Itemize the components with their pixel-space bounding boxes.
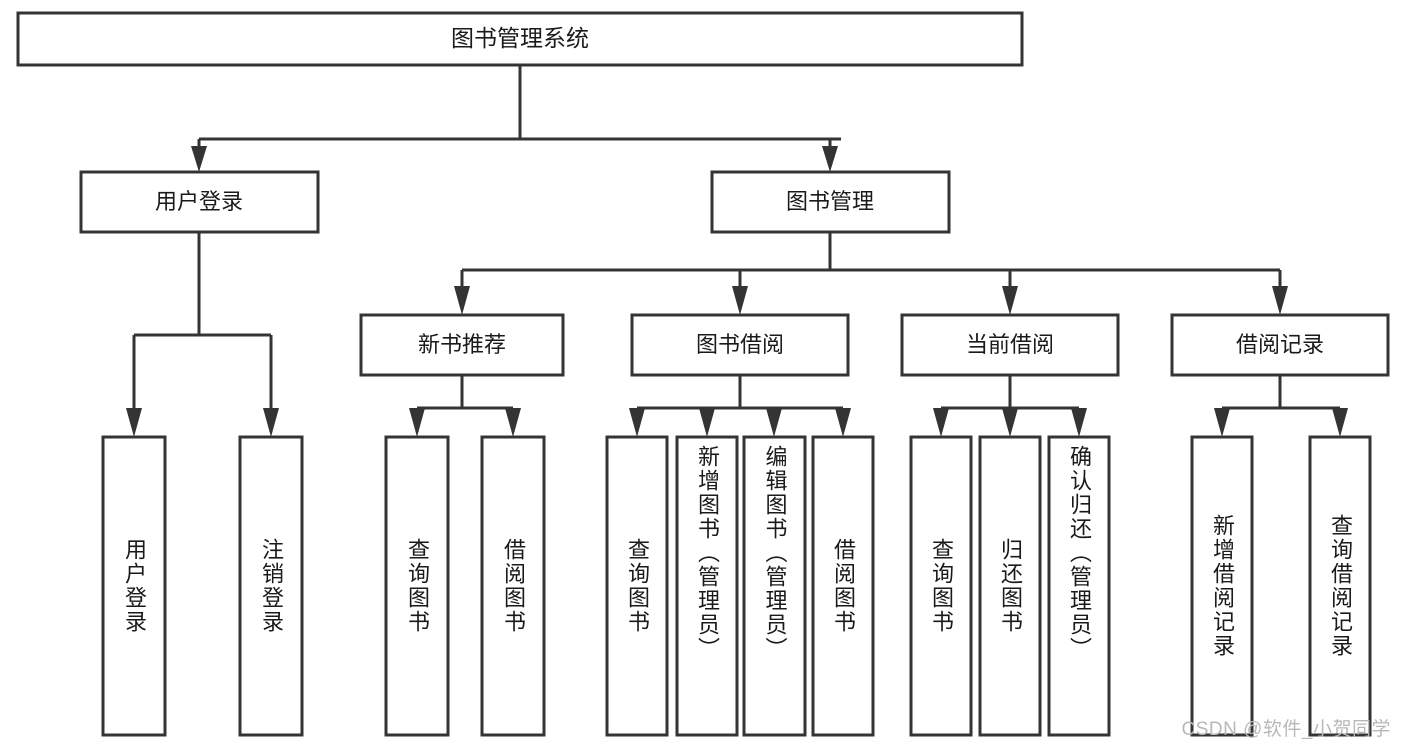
arrow-leaf-query-book-2 (629, 408, 645, 437)
arrow-leaf-add-book (699, 408, 715, 437)
leaf-box-user-login[interactable] (101, 435, 167, 737)
arrow-book-borrow (732, 286, 748, 315)
arrow-leaf-confirm-return (1071, 408, 1087, 437)
current-borrow-label: 当前借阅 (966, 332, 1054, 357)
leaf-box-add-book[interactable] (675, 435, 739, 737)
book-management-box[interactable] (710, 170, 951, 234)
leaf-box-query-book-2[interactable] (605, 435, 669, 737)
book-borrow-label: 图书借阅 (696, 332, 784, 357)
arrow-current-borrow (1002, 286, 1018, 315)
arrow-leaf-query-book-1 (409, 408, 425, 437)
user-login-label: 用户登录 (155, 189, 243, 214)
connector-user-login-to-leaves (126, 232, 279, 437)
leaf-box-borrow-book-1[interactable] (480, 435, 546, 737)
new-book-recommend-label: 新书推荐 (418, 332, 506, 357)
arrow-leaf-query-record (1332, 408, 1348, 437)
node-root[interactable]: 图书管理系统 (16, 11, 1024, 67)
arrow-leaf-return-book (1002, 408, 1018, 437)
leaf-box-edit-book[interactable] (742, 435, 807, 737)
node-current-borrow[interactable]: 当前借阅 (900, 313, 1120, 377)
borrow-record-label: 借阅记录 (1236, 332, 1324, 357)
connector-root-to-level2 (191, 65, 841, 172)
leaf-box-return-book[interactable] (978, 435, 1042, 737)
arrow-leaf-edit-book (766, 408, 782, 437)
connector-borrow-record-to-leaves (1214, 375, 1348, 437)
arrow-leaf-add-record (1214, 408, 1230, 437)
arrow-leaf-logout (263, 408, 279, 437)
arrow-borrow-record (1272, 286, 1288, 315)
node-new-book-recommend[interactable]: 新书推荐 (359, 313, 565, 377)
arrow-new-book-recommend (454, 286, 470, 315)
root-label: 图书管理系统 (451, 25, 589, 51)
new-book-recommend-box[interactable] (359, 313, 565, 377)
arrow-leaf-borrow-book-2 (835, 408, 851, 437)
arrow-leaf-query-book-3 (933, 408, 949, 437)
arrow-user-login (191, 146, 207, 172)
leaf-box-query-book-3[interactable] (909, 435, 973, 737)
node-user-login[interactable]: 用户登录 (79, 170, 320, 234)
leaf-box-confirm-return[interactable] (1047, 435, 1111, 737)
leaf-box-query-record[interactable] (1308, 435, 1372, 737)
leaf-box-logout[interactable] (238, 435, 304, 737)
connector-book-management-to-level3 (454, 232, 1288, 315)
arrow-leaf-borrow-book-1 (505, 408, 521, 437)
arrow-leaf-user-login (126, 408, 142, 437)
arrow-book-management (822, 146, 838, 172)
book-borrow-box[interactable] (630, 313, 850, 377)
connector-new-book-recommend-to-leaves (409, 375, 521, 437)
node-book-borrow[interactable]: 图书借阅 (630, 313, 850, 377)
root-box[interactable] (16, 11, 1024, 67)
leaf-box-query-book-1[interactable] (384, 435, 450, 737)
current-borrow-box[interactable] (900, 313, 1120, 377)
leaf-box-add-record[interactable] (1190, 435, 1254, 737)
connector-book-borrow-to-leaves (629, 375, 851, 437)
book-management-label: 图书管理 (786, 189, 874, 214)
leaf-box-borrow-book-2[interactable] (811, 435, 875, 737)
node-borrow-record[interactable]: 借阅记录 (1170, 313, 1390, 377)
borrow-record-box[interactable] (1170, 313, 1390, 377)
node-book-management[interactable]: 图书管理 (710, 170, 951, 234)
connector-current-borrow-to-leaves (933, 375, 1087, 437)
